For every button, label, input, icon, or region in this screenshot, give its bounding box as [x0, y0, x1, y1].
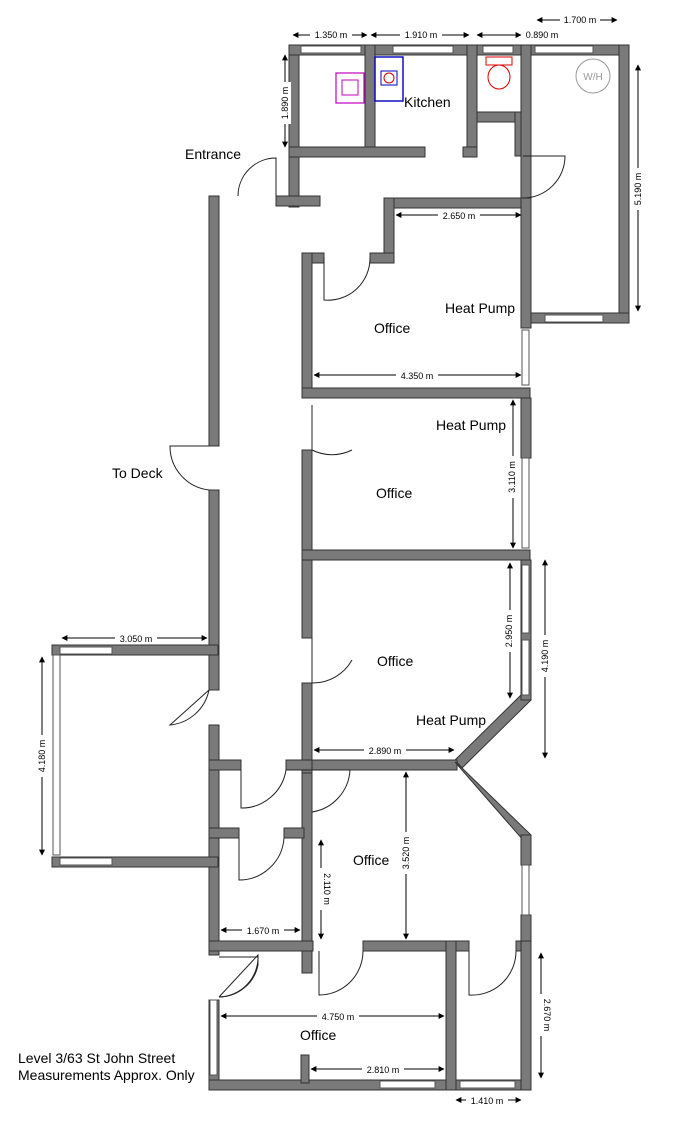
dim-1910: 1.910 m [405, 30, 438, 40]
label-office-2: Office [376, 485, 413, 501]
label-office-1: Office [374, 320, 411, 336]
label-heat-pump-2: Heat Pump [436, 417, 506, 433]
dim-3520: 3.520 m [401, 837, 411, 870]
label-office-4: Office [353, 852, 390, 868]
dim-4350: 4.350 m [401, 371, 434, 381]
dim-1410: 1.410 m [471, 1096, 504, 1106]
label-heat-pump-3: Heat Pump [416, 712, 486, 728]
dim-2670: 2.670 m [542, 999, 552, 1032]
dim-1670: 1.670 m [247, 926, 280, 936]
dim-5190: 5.190 m [633, 173, 643, 206]
note-disclaimer: Measurements Approx. Only [18, 1067, 195, 1083]
dim-1890: 1.890 m [280, 87, 290, 120]
dim-2650: 2.650 m [443, 211, 476, 221]
dim-1700: 1.700 m [564, 15, 597, 25]
dim-1350: 1.350 m [315, 30, 348, 40]
dimension-labels: 1.350 m 1.910 m 0.890 m 1.700 m 1.890 m … [36, 13, 644, 1106]
label-kitchen: Kitchen [404, 94, 451, 110]
room-labels: Entrance Kitchen W/H Heat Pump Office He… [112, 72, 603, 1043]
label-to-deck: To Deck [112, 465, 164, 481]
dim-2950: 2.950 m [504, 615, 514, 648]
doors [168, 155, 566, 998]
walls [51, 44, 630, 1091]
dim-2810: 2.810 m [367, 1065, 400, 1075]
dim-3110: 3.110 m [507, 461, 517, 493]
dim-2890: 2.890 m [369, 746, 402, 756]
plan-notes: Level 3/63 St John Street Measurements A… [18, 1050, 195, 1084]
label-wh: W/H [583, 72, 602, 83]
dim-4750: 4.750 m [322, 1012, 355, 1022]
dim-4180: 4.180 m [37, 740, 47, 773]
label-office-5: Office [300, 1027, 337, 1043]
dim-4190: 4.190 m [540, 640, 550, 673]
dim-0890: 0.890 m [526, 30, 559, 40]
windows [52, 45, 604, 1089]
dim-2110: 2.110 m [322, 873, 332, 905]
dim-3050: 3.050 m [120, 634, 153, 644]
label-heat-pump-1: Heat Pump [445, 300, 515, 316]
label-entrance: Entrance [185, 146, 241, 162]
label-office-3: Office [377, 653, 414, 669]
kitchen-fixtures [335, 56, 611, 104]
note-address: Level 3/63 St John Street [18, 1050, 176, 1066]
